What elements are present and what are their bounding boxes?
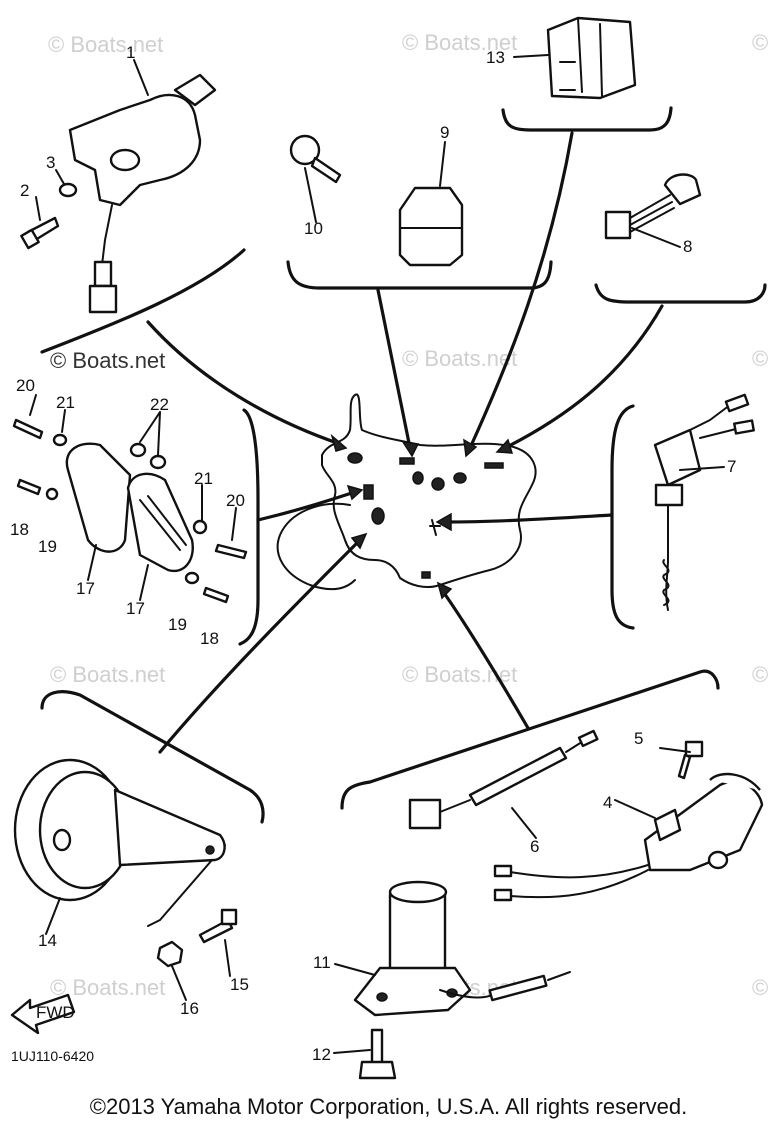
callout-2: 2 [20, 181, 29, 200]
callout-10: 10 [304, 219, 323, 238]
part-12-bolt [358, 1028, 397, 1080]
part-19-washer-left [45, 487, 59, 501]
callout-8: 8 [683, 237, 692, 256]
arrow-reflectors [256, 490, 357, 522]
watermark-6: © [752, 346, 768, 371]
part-2-bolt [20, 216, 60, 250]
fwd-arrow-icon: FWD [10, 993, 76, 1035]
callout-14: 14 [38, 931, 57, 950]
part-15-bolt [198, 918, 234, 944]
bracket-part-8 [594, 283, 767, 304]
watermark-9: © [752, 662, 768, 687]
arrow-part-13 [468, 131, 574, 450]
callout-7: 7 [727, 457, 736, 476]
callout-3: 3 [46, 153, 55, 172]
callout-21-right: 21 [194, 469, 213, 488]
callout-11: 11 [313, 953, 331, 972]
callout-leaders [29, 54, 725, 1054]
watermark-5: © Boats.net [402, 346, 517, 371]
watermark-12: © [752, 975, 768, 1000]
diagram-code: 1UJ110-6420 [11, 1048, 95, 1064]
copyright-notice: ©2013 Yamaha Motor Corporation, U.S.A. A… [89, 1094, 688, 1119]
part-4-switch [493, 772, 764, 902]
callout-18-right: 18 [200, 629, 219, 648]
part-3-washer [58, 182, 78, 198]
arrow-part-8 [503, 304, 664, 450]
part-15-bolt-head [220, 908, 238, 926]
bracket-horn [40, 690, 265, 824]
part-16-nut [156, 940, 184, 968]
arrow-horn [158, 538, 362, 754]
callout-12: 12 [312, 1045, 331, 1064]
part-19-washer-right [184, 571, 200, 585]
callout-6: 6 [530, 837, 539, 856]
arrow-parts-4-6 [440, 588, 530, 730]
part-8-connector [604, 173, 702, 240]
callout-15: 15 [230, 975, 249, 994]
part-13-relay [546, 16, 637, 100]
callout-9: 9 [440, 123, 449, 142]
part-20-screw-right [214, 543, 248, 560]
bracket-parts-4-6 [340, 669, 720, 810]
callout-20-right: 20 [226, 491, 245, 510]
part-18-screw-left [16, 478, 42, 496]
bracket-reflectors [238, 408, 260, 646]
watermark-4: © Boats.net [50, 348, 165, 373]
callout-13: 13 [486, 48, 505, 67]
part-21-washer-top [52, 433, 68, 447]
fwd-label: FWD [36, 1003, 75, 1022]
part-7-switch [653, 393, 755, 611]
watermark-2: © Boats.net [402, 30, 517, 55]
arrow-parts-9-10 [376, 288, 412, 450]
part-22-nuts [129, 442, 167, 470]
bracket-parts-9-10 [286, 260, 553, 290]
part-18-screw-right [202, 586, 230, 604]
bracket-part-1 [40, 248, 246, 354]
bracket-part-13 [501, 106, 673, 132]
part-20-screw-top [12, 418, 44, 440]
watermark-1: © Boats.net [48, 32, 163, 57]
callout-1: 1 [126, 43, 135, 62]
callout-20-top: 20 [16, 376, 35, 395]
callout-4: 4 [603, 793, 612, 812]
callout-18-left: 18 [10, 520, 29, 539]
part-10-clamp [289, 134, 342, 184]
part-6-lead [408, 729, 599, 830]
callout-19-left: 19 [38, 537, 57, 556]
arrow-part-7 [443, 513, 614, 524]
part-17-reflector-right [126, 472, 194, 573]
part-9-relay [398, 186, 464, 267]
callout-19-right: 19 [168, 615, 187, 634]
part-14-horn [13, 758, 226, 902]
part-5-screw [677, 740, 704, 780]
callout-17-right: 17 [126, 599, 145, 618]
part-11-unit [353, 880, 571, 1017]
arrow-part-1 [146, 320, 342, 446]
callout-21-top: 21 [56, 393, 75, 412]
callout-17-left: 17 [76, 579, 95, 598]
part-17-reflector-left [65, 442, 132, 553]
callout-22: 22 [150, 395, 169, 414]
watermark-3: © [752, 30, 768, 55]
callout-16: 16 [180, 999, 199, 1018]
part-21-washer-right [192, 519, 208, 535]
part-1-switch [68, 73, 217, 314]
watermark-7: © Boats.net [50, 662, 165, 687]
callout-5: 5 [634, 729, 643, 748]
bracket-part-7 [610, 404, 635, 630]
